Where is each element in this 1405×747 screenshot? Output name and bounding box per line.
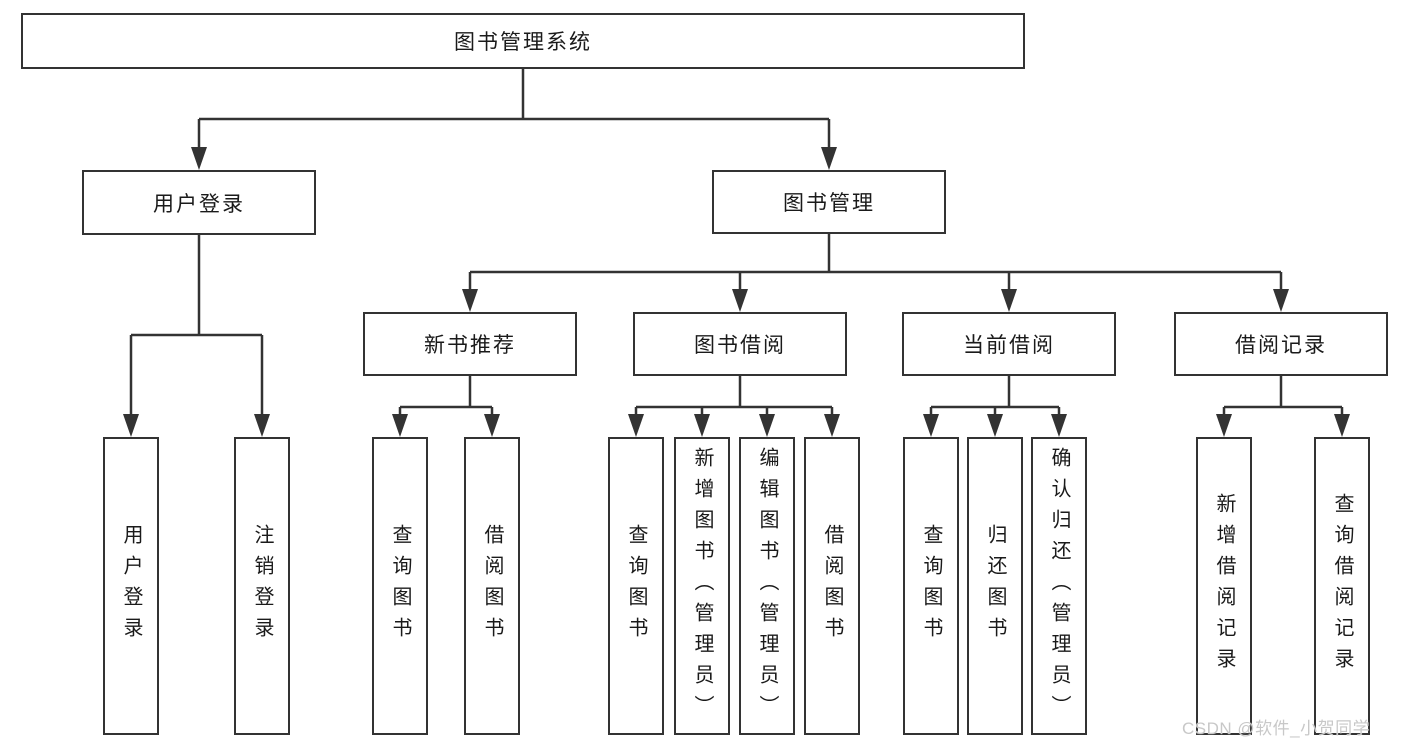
arrowhead xyxy=(191,147,207,170)
edge-records-to-leaves xyxy=(1222,376,1344,419)
node-book-borrow: 图书借阅 xyxy=(633,312,847,376)
leaf-return-books: 归还图书 xyxy=(967,437,1023,735)
leaf-confirm-return-admin-label: 确认归还（管理员） xyxy=(1048,446,1070,726)
arrowhead xyxy=(759,414,775,437)
node-book-borrow-label: 图书借阅 xyxy=(694,334,786,357)
node-borrow-records-label: 借阅记录 xyxy=(1235,334,1327,357)
leaf-edit-books-admin: 编辑图书（管理员） xyxy=(739,437,795,735)
leaf-borrow-books-recommend-label: 借阅图书 xyxy=(481,524,503,648)
arrowhead xyxy=(123,414,139,437)
leaf-query-books-borrow: 查询图书 xyxy=(608,437,664,735)
leaf-edit-books-admin-label: 编辑图书（管理员） xyxy=(756,446,778,726)
arrowhead xyxy=(254,414,270,437)
leaf-logout-login-label: 注销登录 xyxy=(251,524,273,648)
leaf-query-books-recommend: 查询图书 xyxy=(372,437,428,735)
arrowhead xyxy=(462,289,478,312)
arrowheads xyxy=(123,147,1350,437)
leaf-borrow-books-recommend: 借阅图书 xyxy=(464,437,520,735)
arrowhead xyxy=(987,414,1003,437)
leaf-user-login: 用户登录 xyxy=(103,437,159,735)
leaf-add-books-admin: 新增图书（管理员） xyxy=(674,437,730,735)
leaf-confirm-return-admin: 确认归还（管理员） xyxy=(1031,437,1087,735)
node-user-login: 用户登录 xyxy=(82,170,316,235)
node-root: 图书管理系统 xyxy=(21,13,1025,69)
arrowhead xyxy=(923,414,939,437)
node-book-management-label: 图书管理 xyxy=(783,192,875,215)
arrowhead xyxy=(1216,414,1232,437)
arrowhead xyxy=(821,147,837,170)
leaf-query-borrow-record-label: 查询借阅记录 xyxy=(1331,493,1353,679)
node-current-borrow-label: 当前借阅 xyxy=(963,334,1055,357)
node-borrow-records: 借阅记录 xyxy=(1174,312,1388,376)
leaf-add-books-admin-label: 新增图书（管理员） xyxy=(691,446,713,726)
leaf-return-books-label: 归还图书 xyxy=(984,524,1006,648)
arrowhead xyxy=(732,289,748,312)
node-current-borrow: 当前借阅 xyxy=(902,312,1116,376)
arrowhead xyxy=(392,414,408,437)
arrowhead xyxy=(1273,289,1289,312)
leaf-query-borrow-record: 查询借阅记录 xyxy=(1314,437,1370,735)
edge-current-to-leaves xyxy=(929,376,1061,419)
node-new-book-recommend: 新书推荐 xyxy=(363,312,577,376)
arrowhead xyxy=(1334,414,1350,437)
arrowhead xyxy=(824,414,840,437)
edge-bookmgmt-to-level3 xyxy=(468,234,1283,294)
watermark-text: CSDN @软件_小贺同学 xyxy=(1182,719,1371,738)
leaf-query-books-borrow-label: 查询图书 xyxy=(625,524,647,648)
leaf-add-borrow-record: 新增借阅记录 xyxy=(1196,437,1252,735)
leaf-borrow-books: 借阅图书 xyxy=(804,437,860,735)
leaf-borrow-books-label: 借阅图书 xyxy=(821,524,843,648)
leaf-logout-login: 注销登录 xyxy=(234,437,290,735)
edge-userlogin-to-leaves xyxy=(129,235,264,419)
leaf-add-borrow-record-label: 新增借阅记录 xyxy=(1213,493,1235,679)
leaf-query-books-recommend-label: 查询图书 xyxy=(389,524,411,648)
leaf-query-books-current-label: 查询图书 xyxy=(920,524,942,648)
node-new-book-recommend-label: 新书推荐 xyxy=(424,334,516,357)
leaf-query-books-current: 查询图书 xyxy=(903,437,959,735)
arrowhead xyxy=(484,414,500,437)
arrowhead xyxy=(628,414,644,437)
node-book-management: 图书管理 xyxy=(712,170,946,234)
edge-recommend-to-leaves xyxy=(398,376,494,419)
arrowhead xyxy=(694,414,710,437)
edge-borrow-to-leaves xyxy=(634,376,834,419)
arrowhead xyxy=(1051,414,1067,437)
arrowhead xyxy=(1001,289,1017,312)
node-root-label: 图书管理系统 xyxy=(454,31,592,54)
edge-root-to-level2 xyxy=(197,69,831,152)
node-user-login-label: 用户登录 xyxy=(153,192,245,216)
leaf-user-login-label: 用户登录 xyxy=(120,524,142,648)
